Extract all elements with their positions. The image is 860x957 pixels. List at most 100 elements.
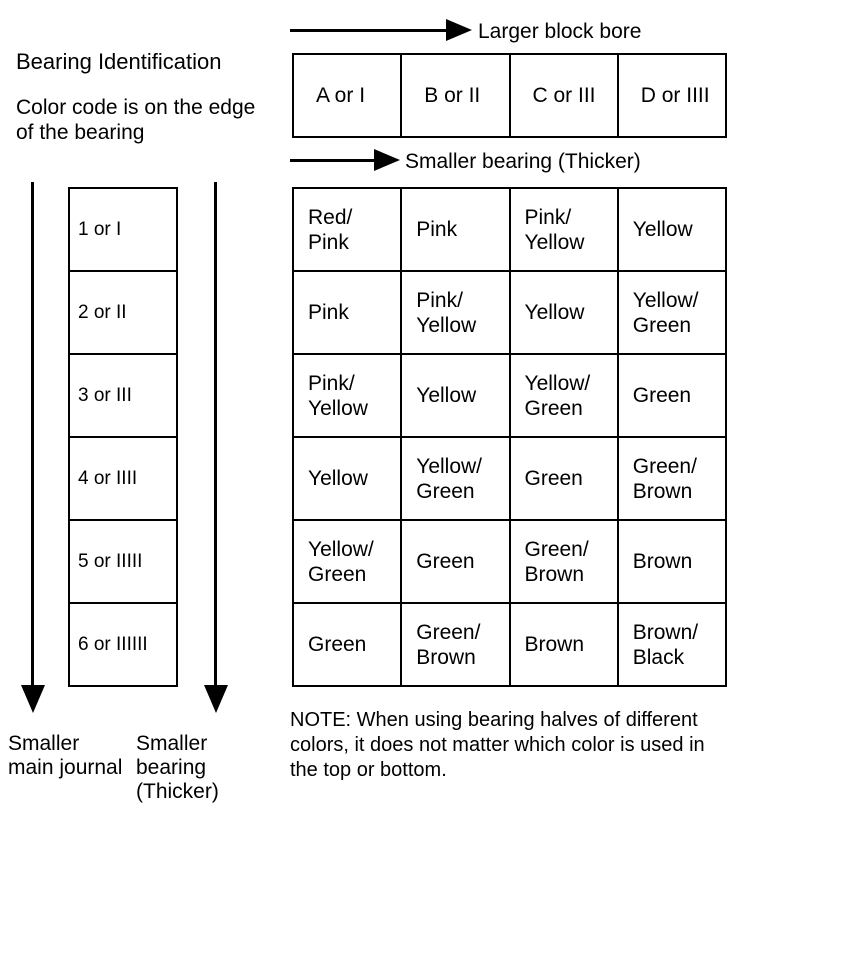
arrow-head-down-icon (21, 685, 45, 713)
smaller-bearing-arrow (290, 149, 400, 171)
color-cell-line: Green/ (632, 454, 697, 478)
color-cell-line: Pink/ (524, 205, 572, 229)
caption-smaller-main-journal: Smaller main journal (8, 732, 123, 779)
row-index-cell-4: 4 or IIII (68, 436, 178, 521)
journal-size-index-table: 1 or I 2 or II 3 or III 4 or IIII 5 or I… (68, 187, 178, 687)
arrow-head-right-icon (446, 19, 472, 41)
arrow-shaft (214, 182, 217, 687)
color-cell-line: Green (308, 633, 367, 656)
color-cell-line: Yellow (308, 467, 368, 490)
color-cell-line: Brown/ (632, 620, 699, 644)
color-cell-line: Pink/ (416, 288, 463, 312)
color-cell-line: Red/ (308, 205, 353, 229)
color-cell-line: Pink (308, 301, 349, 324)
row-index-cell-3: 3 or III (68, 353, 178, 438)
color-cell-line: Yellow (416, 313, 477, 337)
color-cell-r2-c2: Pink/Yellow (400, 270, 511, 355)
caption-smaller-bearing: Smaller bearing (Thicker) (136, 732, 219, 803)
color-cell-line: Yellow/ (416, 454, 483, 478)
color-cell-r5-c1: Yellow/Green (291, 519, 403, 604)
table-row: 4 or IIII (68, 436, 178, 521)
color-cell-r1-c1: Red/Pink (291, 187, 403, 272)
color-cell-r6-c2: Green/Brown (400, 602, 511, 687)
color-cell-r6-c1: Green (291, 602, 403, 687)
color-cell-r5-c4: Brown (616, 519, 728, 604)
row-index-cell-1: 1 or I (68, 187, 178, 272)
larger-block-bore-arrow (290, 19, 472, 41)
bore-header-cell-b: B or II (400, 53, 511, 138)
color-cell-line: Yellow (416, 384, 477, 407)
color-cell-line: Black (632, 645, 685, 669)
color-cell-line: Brown (524, 633, 585, 656)
larger-block-bore-label: Larger block bore (478, 20, 642, 43)
color-cell-line: Yellow (308, 396, 368, 420)
arrow-shaft (290, 159, 374, 162)
color-cell-line: Yellow (632, 218, 693, 241)
color-cell-line: Yellow/ (308, 537, 374, 561)
table-row: Yellow Yellow/Green Green Green/Brown (291, 436, 728, 521)
row-index-cell-5: 5 or IIIII (68, 519, 178, 604)
color-cell-r3-c2: Yellow (400, 353, 511, 438)
color-cell-line: Green/ (416, 620, 481, 644)
bore-header-cell-d: D or IIII (616, 53, 728, 138)
color-cell-line: Green (524, 396, 583, 420)
color-cell-r6-c3: Brown (508, 602, 619, 687)
color-cell-line: Brown (632, 550, 693, 573)
color-cell-r3-c3: Yellow/Green (508, 353, 619, 438)
color-cell-line: Green (308, 562, 367, 586)
color-cell-line: Yellow/ (632, 288, 699, 312)
color-cell-line: Green (524, 467, 583, 490)
color-code-note: Color code is on the edge of the bearing (16, 96, 256, 144)
row-index-cell-6: 6 or IIIIII (68, 602, 178, 687)
color-cell-r6-c4: Brown/Black (616, 602, 728, 687)
color-cell-r4-c1: Yellow (291, 436, 403, 521)
color-cell-line: Green (632, 384, 692, 407)
color-cell-r2-c1: Pink (291, 270, 403, 355)
color-cell-r1-c3: Pink/Yellow (508, 187, 619, 272)
table-row: 6 or IIIIII (68, 602, 178, 687)
table-row: 2 or II (68, 270, 178, 355)
color-cell-r5-c2: Green (400, 519, 511, 604)
arrow-shaft (290, 29, 446, 32)
color-cell-line: Brown (632, 479, 693, 503)
color-cell-r1-c2: Pink (400, 187, 511, 272)
table-row: 1 or I (68, 187, 178, 272)
color-cell-r1-c4: Yellow (616, 187, 728, 272)
smaller-bearing-label: Smaller bearing (Thicker) (405, 150, 641, 173)
bore-header-table: A or I B or II C or III D or IIII (291, 53, 728, 138)
color-cell-line: Pink/ (308, 371, 355, 395)
color-cell-line: Pink (308, 230, 349, 254)
color-cell-line: Yellow (524, 230, 585, 254)
bore-header-cell-a: A or I (291, 53, 403, 138)
smaller-bearing-thicker-arrow (204, 182, 228, 717)
color-cell-r2-c4: Yellow/Green (616, 270, 728, 355)
table-row: 3 or III (68, 353, 178, 438)
color-cell-line: Green/ (524, 537, 589, 561)
color-cell-r4-c2: Yellow/Green (400, 436, 511, 521)
arrow-head-down-icon (204, 685, 228, 713)
color-cell-r4-c3: Green (508, 436, 619, 521)
color-cell-line: Yellow (524, 301, 585, 324)
note-text: NOTE: When using bearing halves of diffe… (290, 709, 705, 781)
color-cell-r5-c3: Green/Brown (508, 519, 619, 604)
color-cell-line: Brown (416, 645, 476, 669)
bore-header-cell-c: C or III (508, 53, 619, 138)
page-title: Bearing Identification (16, 49, 222, 74)
color-cell-line: Yellow/ (524, 371, 591, 395)
arrow-shaft (31, 182, 34, 687)
smaller-main-journal-arrow (21, 182, 45, 717)
color-cell-r3-c4: Green (616, 353, 728, 438)
table-row: A or I B or II C or III D or IIII (291, 53, 728, 138)
color-cell-r4-c4: Green/Brown (616, 436, 728, 521)
arrow-head-right-icon (374, 149, 400, 171)
color-cell-r2-c3: Yellow (508, 270, 619, 355)
color-cell-line: Brown (524, 562, 585, 586)
